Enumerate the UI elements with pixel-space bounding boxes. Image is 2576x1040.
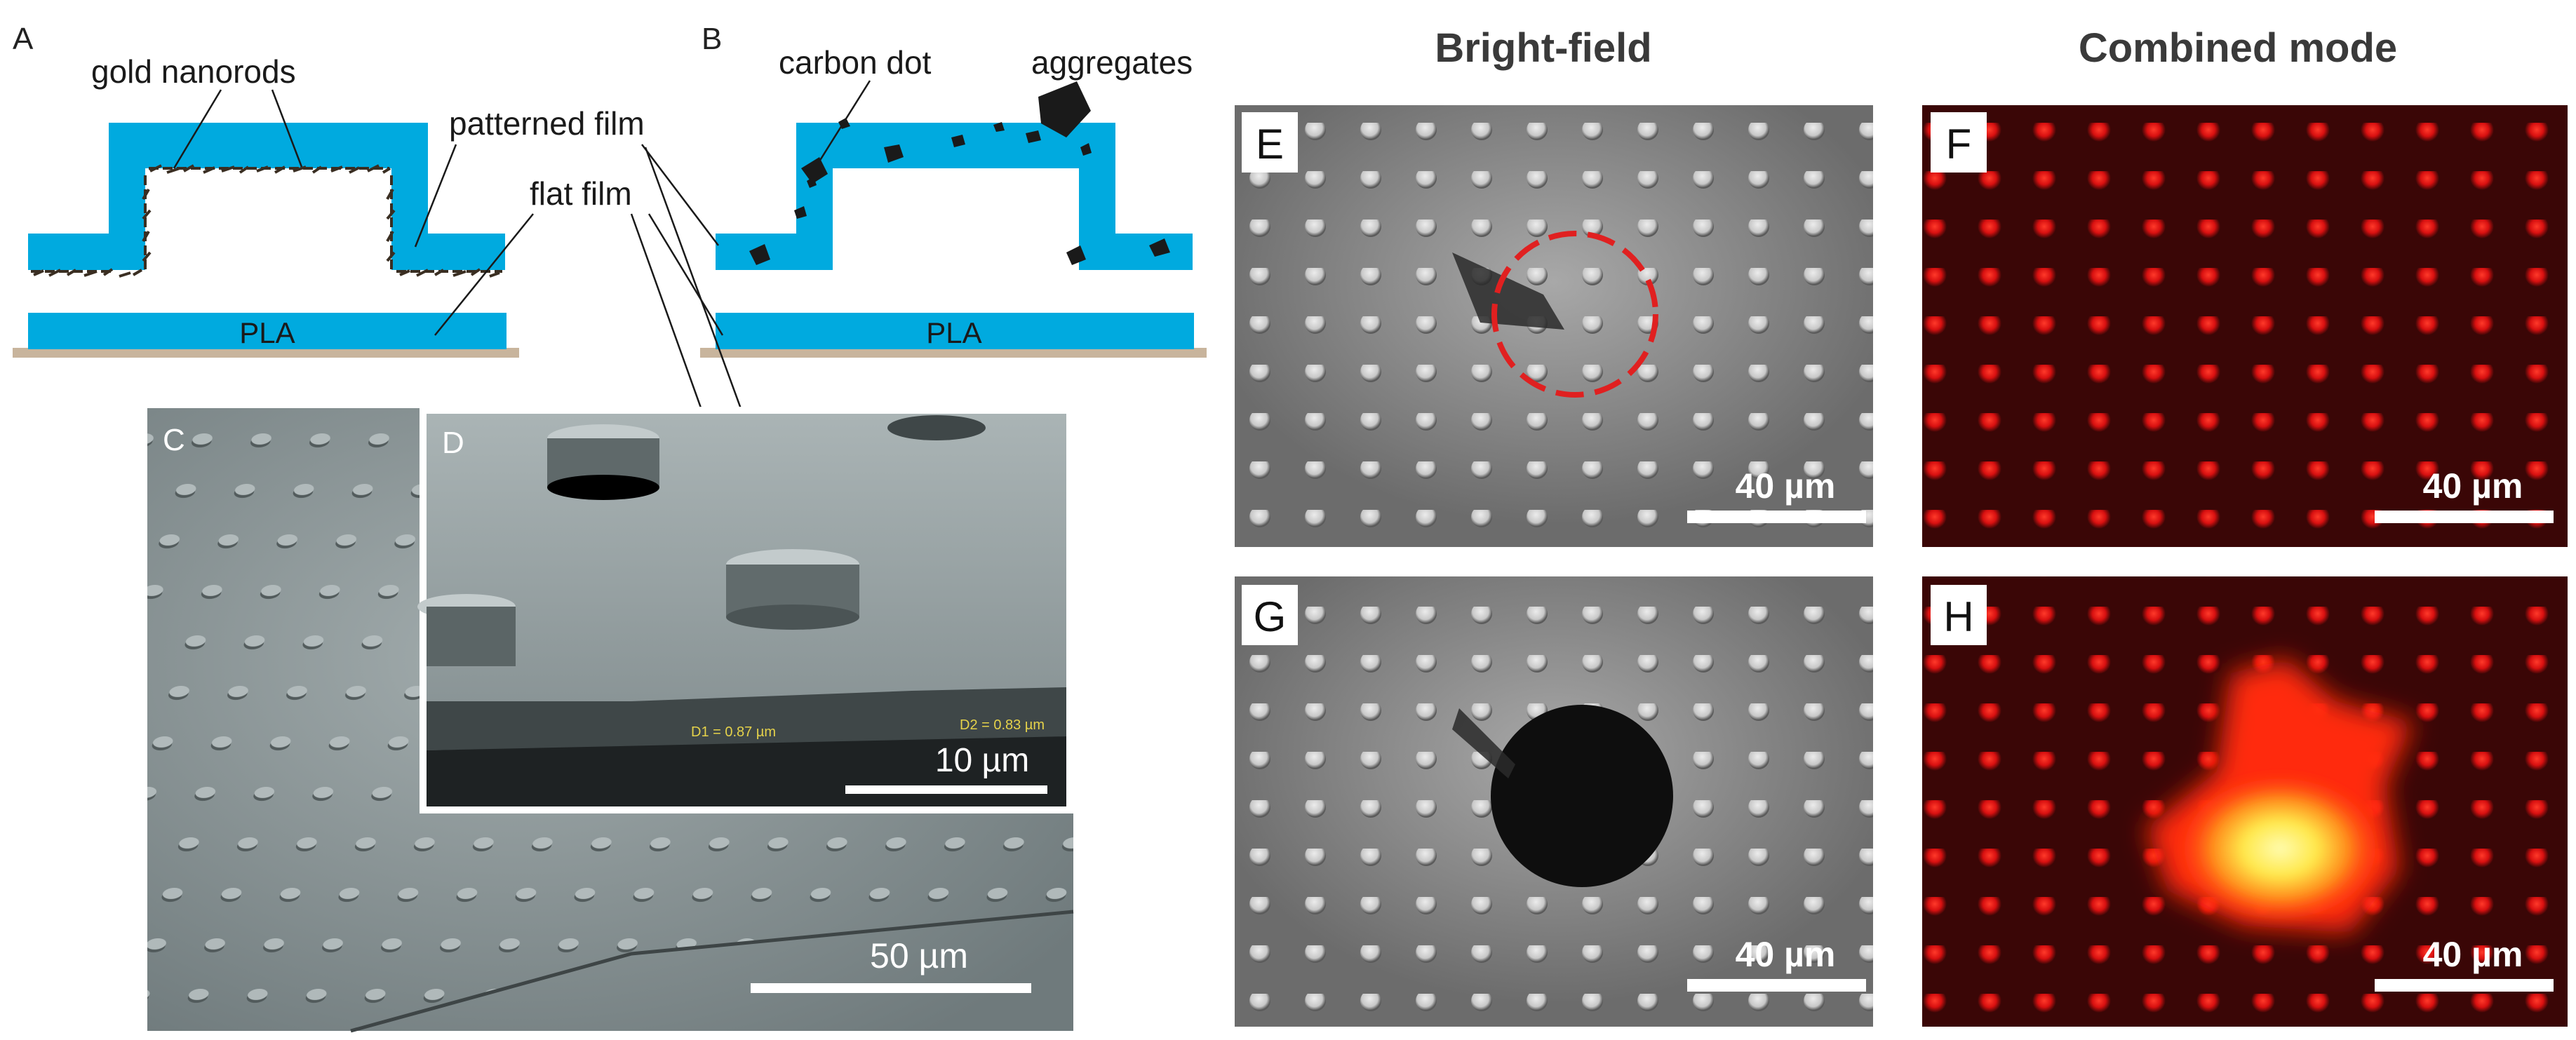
panel-f-fluorescence: F 40 µm	[1922, 105, 2568, 547]
flat-pointer-b	[648, 213, 724, 336]
flat-pointer-a	[434, 213, 534, 336]
patterned-pointer-b	[641, 144, 719, 246]
patterned-film-b	[716, 123, 1193, 270]
bright-g-debris	[1452, 708, 1515, 778]
panel-g-letter: G	[1254, 593, 1287, 640]
defect-highlight-circle[interactable]	[1491, 231, 1658, 398]
gold-pointer-2	[271, 89, 303, 168]
scale-bar-f-label: 40 µm	[2423, 466, 2523, 506]
gold-pointer-1	[173, 89, 222, 169]
carbon-pointer	[818, 80, 871, 162]
heading-combined-mode: Combined mode	[2079, 25, 2397, 71]
panel-h-letter: H	[1943, 593, 1973, 640]
sem-d-pillars	[417, 415, 986, 666]
pla-label-b: PLA	[926, 316, 981, 349]
scale-bar-f	[2375, 511, 2554, 523]
scale-bar-g-label: 40 µm	[1736, 935, 1836, 974]
scale-bar-g	[1687, 979, 1866, 992]
aggregates-label: aggregates	[1031, 44, 1193, 81]
panel-c-letter: C	[163, 423, 185, 457]
scale-bar-c	[751, 983, 1031, 993]
substrate-line-b	[700, 348, 1207, 358]
panel-b-schematic: B PLA carbon dot aggregates	[700, 22, 1207, 358]
panel-b-letter: B	[702, 22, 722, 56]
panel-e-brightfield: E 40 µm	[1235, 105, 1873, 547]
scale-bar-d	[845, 785, 1047, 794]
flat-film-pla	[28, 313, 507, 349]
carbon-dot-aggregates	[749, 81, 1170, 265]
pla-label-a: PLA	[239, 316, 295, 349]
scale-bar-d-label: 10 µm	[935, 742, 1029, 779]
panel-a-schematic: A PLA gold nanorods	[13, 22, 519, 358]
heading-bright-field: Bright-field	[1435, 25, 1651, 71]
scale-bar-e	[1687, 511, 1866, 523]
bright-e-debris	[1452, 252, 1564, 330]
panel-g-letter-bg	[1242, 585, 1298, 645]
patterned-film-label: patterned film	[449, 105, 645, 142]
d2-measurement: D2 = 0.83 µm	[960, 717, 1045, 733]
panel-e-letter-bg	[1242, 112, 1298, 173]
panel-a-letter: A	[13, 22, 34, 56]
panel-d-sem-image: D D1 = 0.87 µm D2 = 0.83 µm 10 µm	[417, 407, 1073, 813]
gold-nanorods-label: gold nanorods	[91, 53, 296, 90]
dark-droplet	[1491, 705, 1673, 887]
scale-bar-h	[2375, 979, 2554, 992]
sem-c-film-edge	[350, 910, 1074, 1033]
fluor-h-hotspot	[2175, 771, 2385, 926]
substrate-line	[13, 348, 519, 358]
panel-d-letter: D	[442, 426, 464, 460]
sem-d-cross-section	[427, 687, 1066, 750]
panel-c-sem-image: C 50 µm	[147, 408, 1074, 1033]
patterned-film-a	[28, 123, 505, 270]
gold-nanorods-layer	[31, 164, 502, 278]
flat-film-pla-b	[716, 313, 1194, 349]
fluor-f-dots	[1922, 105, 2568, 547]
scale-bar-h-label: 40 µm	[2423, 935, 2523, 974]
panel-g-brightfield: G 40 µm	[1235, 576, 1873, 1027]
patterned-pointer-a	[414, 144, 457, 248]
panel-h-fluorescence: H 40 µm	[1922, 576, 2568, 1027]
sem-c-pillars	[147, 408, 1073, 1031]
panel-f-letter-bg	[1931, 112, 1987, 173]
scale-bar-e-label: 40 µm	[1736, 466, 1836, 506]
scale-bar-c-label: 50 µm	[870, 936, 968, 975]
flat-film-label: flat film	[530, 175, 632, 212]
d1-measurement: D1 = 0.87 µm	[691, 724, 776, 740]
panel-e-letter: E	[1256, 121, 1284, 168]
carbon-dot-label: carbon dot	[779, 44, 932, 81]
panel-f-letter: F	[1946, 121, 1972, 168]
panel-h-letter-bg	[1931, 585, 1987, 645]
